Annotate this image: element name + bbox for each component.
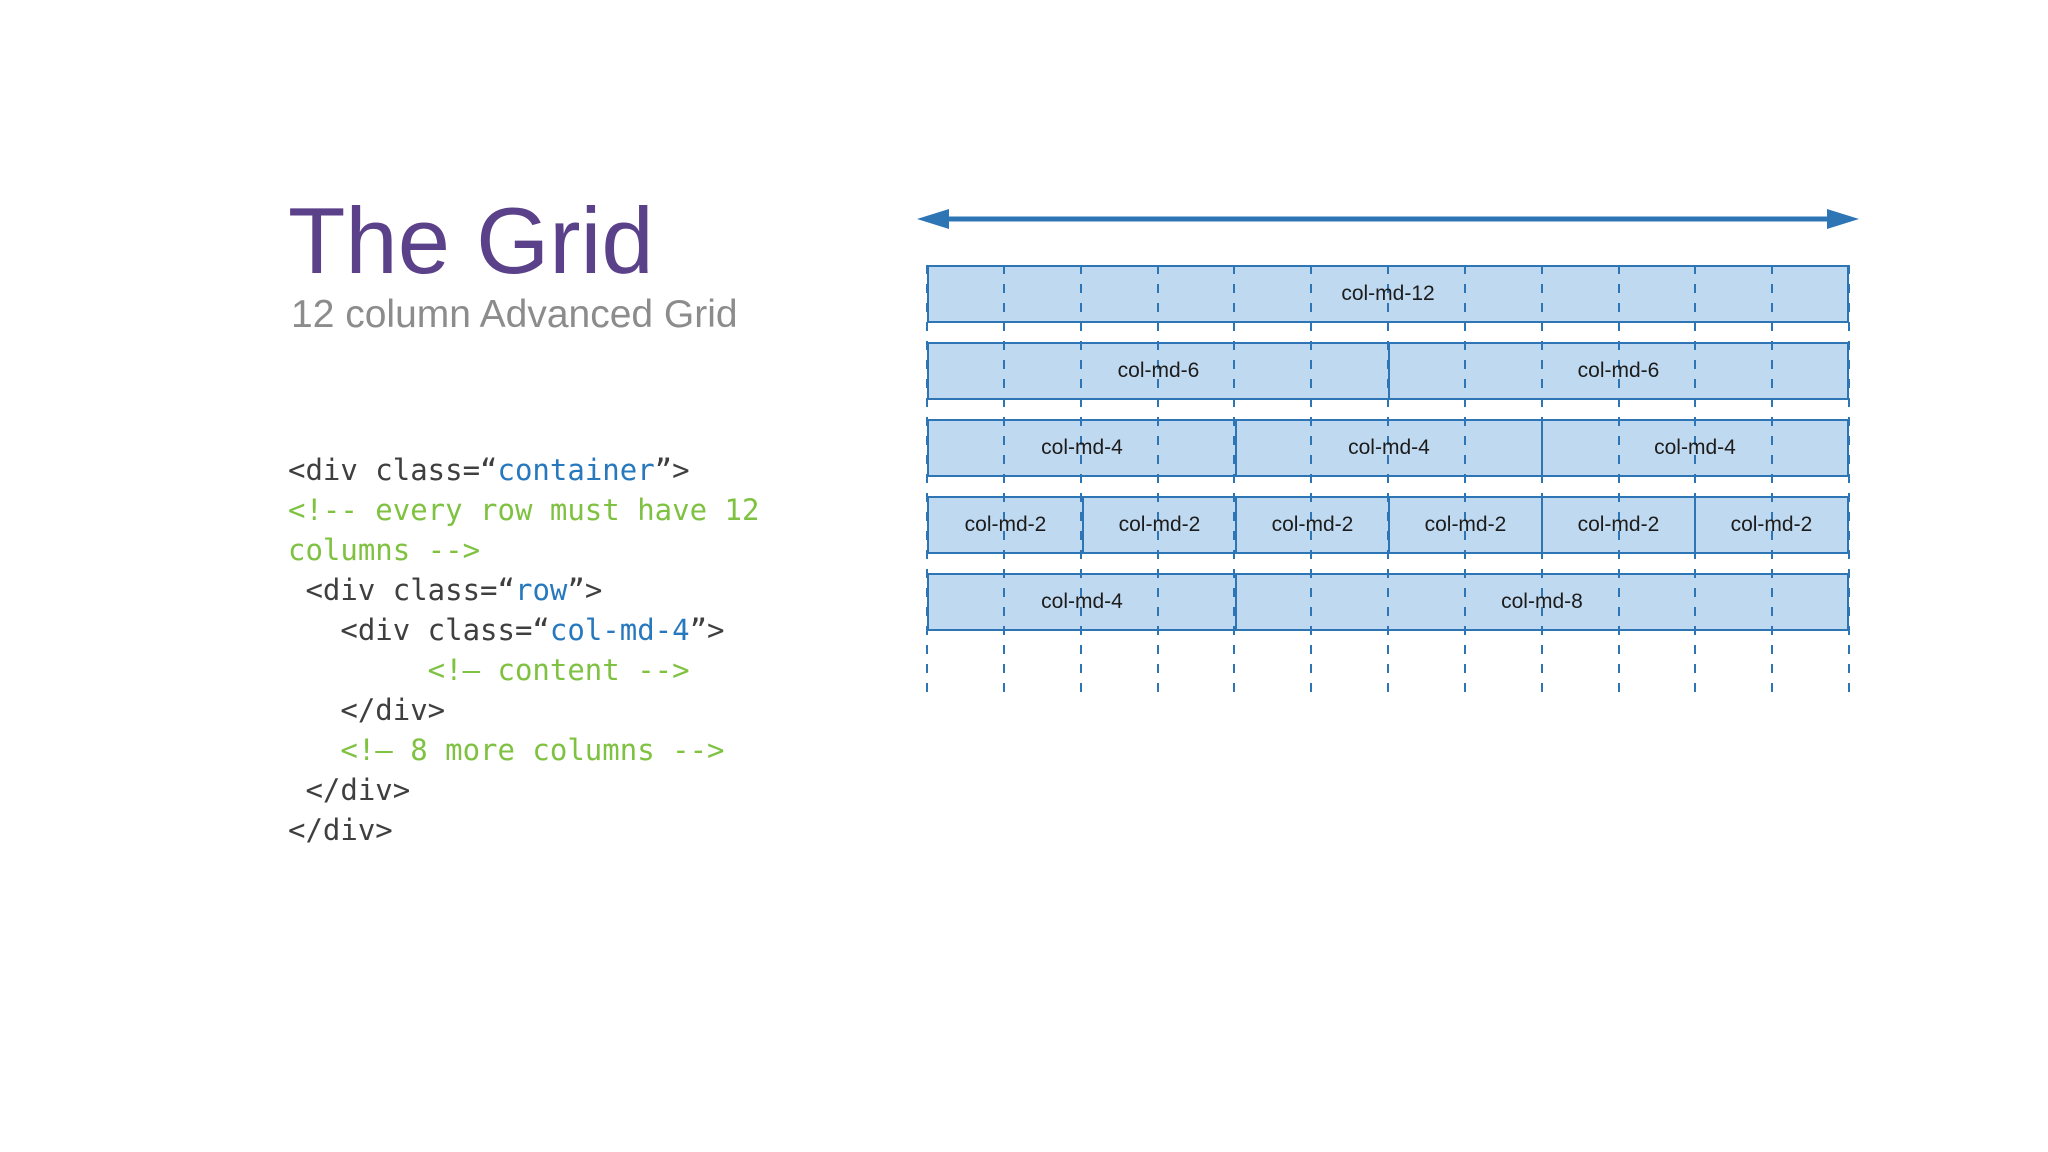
- code-token-plain: </div>: [288, 773, 411, 807]
- segment-label: col-md-2: [1118, 513, 1201, 536]
- segment-label: col-md-2: [964, 513, 1047, 536]
- segment-label: col-md-12: [1341, 282, 1435, 305]
- code-token-comment: columns -->: [288, 533, 481, 567]
- code-line: </div>: [288, 690, 759, 730]
- code-token-plain: <div class=“: [288, 613, 550, 647]
- code-line: </div>: [288, 770, 759, 810]
- code-line: <div class=“row”>: [288, 570, 759, 610]
- grid-segment-col-md-2: col-md-2: [1081, 498, 1235, 552]
- grid-row-1: col-md-12: [927, 265, 1849, 323]
- segment-label: col-md-4: [1348, 436, 1430, 459]
- code-line: <!-- every row must have 12: [288, 490, 759, 530]
- code-token-plain: <div class=“: [288, 573, 515, 607]
- segment-label: col-md-4: [1654, 436, 1736, 459]
- code-token-value: container: [497, 453, 655, 487]
- code-line: <div class=“container”>: [288, 450, 759, 490]
- segment-label: col-md-8: [1501, 590, 1583, 613]
- grid-row-3: col-md-4 col-md-4 col-md-4: [927, 419, 1849, 477]
- code-token-value: col-md-4: [549, 613, 690, 647]
- grid-segment-col-md-2: col-md-2: [1387, 498, 1541, 552]
- grid-segment-col-md-2: col-md-2: [1693, 498, 1847, 552]
- code-token-plain: <div class=“: [288, 453, 498, 487]
- code-token-comment: <!– content -->: [288, 653, 690, 687]
- grid-segment-col-md-4: col-md-4: [1234, 421, 1541, 475]
- segment-label: col-md-4: [1041, 436, 1123, 459]
- code-token-plain: ”>: [567, 573, 603, 607]
- grid-segment-col-md-4: col-md-4: [1540, 421, 1847, 475]
- segment-label: col-md-2: [1424, 513, 1507, 536]
- segment-label: col-md-2: [1577, 513, 1660, 536]
- code-token-plain: </div>: [288, 813, 393, 847]
- code-line: columns -->: [288, 530, 759, 570]
- segment-label: col-md-2: [1730, 513, 1813, 536]
- code-line: <div class=“col-md-4”>: [288, 610, 759, 650]
- code-token-value: row: [514, 573, 568, 607]
- code-token-plain: ”>: [689, 613, 725, 647]
- grid-segment-col-md-6: col-md-6: [1388, 344, 1847, 398]
- code-block: <div class=“container”><!-- every row mu…: [288, 450, 759, 850]
- grid-row-5: col-md-4 col-md-8: [927, 573, 1849, 631]
- code-token-comment: <!– 8 more columns -->: [288, 733, 725, 767]
- code-line: </div>: [288, 810, 759, 850]
- page-title: The Grid: [288, 188, 654, 293]
- grid-segment-col-md-12: col-md-12: [929, 267, 1847, 321]
- code-line: <!– content -->: [288, 650, 759, 690]
- grid-row-2: col-md-6 col-md-6: [927, 342, 1849, 400]
- grid-segment-col-md-4: col-md-4: [929, 421, 1235, 475]
- segment-label: col-md-6: [1117, 359, 1200, 382]
- grid-segment-col-md-4: col-md-4: [929, 575, 1235, 629]
- grid-row-4: col-md-2 col-md-2 col-md-2 col-md-2 col-md-2…: [927, 496, 1849, 554]
- page-subtitle: 12 column Advanced Grid: [291, 293, 738, 336]
- grid-segment-col-md-8: col-md-8: [1234, 575, 1847, 629]
- code-line: <!– 8 more columns -->: [288, 730, 759, 770]
- full-width-arrow-icon: [917, 209, 1859, 229]
- code-token-plain: ”>: [654, 453, 690, 487]
- grid-segment-col-md-2: col-md-2: [1540, 498, 1694, 552]
- grid-segment-col-md-6: col-md-6: [929, 344, 1388, 398]
- grid-segment-col-md-2: col-md-2: [929, 498, 1082, 552]
- code-token-plain: </div>: [288, 693, 446, 727]
- segment-label: col-md-2: [1271, 513, 1354, 536]
- grid-segment-col-md-2: col-md-2: [1234, 498, 1388, 552]
- segment-label: col-md-6: [1577, 359, 1660, 382]
- segment-label: col-md-4: [1041, 590, 1123, 613]
- code-token-comment: <!-- every row must have 12: [288, 493, 760, 527]
